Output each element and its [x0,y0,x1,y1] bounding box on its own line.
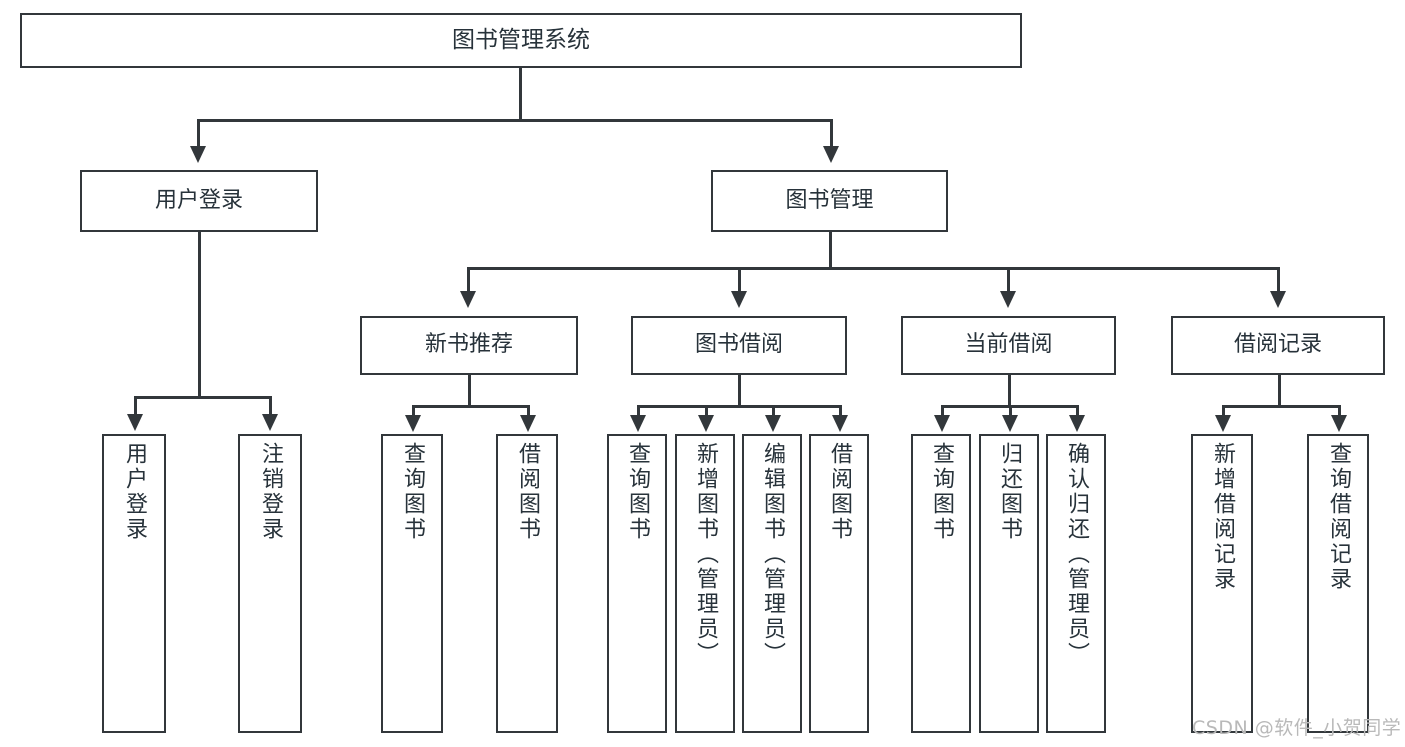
connector-borrow-record-stem [1278,375,1281,407]
connector-bm-to-book-borrow [738,267,741,293]
leaf-book-borrow-borrow-book[interactable]: 借阅图书 [809,434,869,733]
connector-current-borrow-leaf-1 [941,405,944,417]
leaf-user-login-query[interactable]: 用户登录 [102,434,166,733]
node-new-book-recommend[interactable]: 新书推荐 [360,316,578,375]
node-root-book-management-system[interactable]: 图书管理系统 [20,13,1022,68]
leaf-borrow-record-query-record[interactable]: 查询借阅记录 [1307,434,1369,733]
node-book-management[interactable]: 图书管理 [711,170,948,232]
leaf-label: 归还图书 [997,442,1022,542]
leaf-label: 查询图书 [400,442,425,542]
connector-user-login-to-leaf-2 [269,396,272,416]
connector-root-stem [519,68,522,121]
leaf-current-borrow-query-book[interactable]: 查询图书 [911,434,971,733]
connector-root-to-user-login [197,119,200,149]
connector-borrow-record-bus [1222,405,1339,408]
leaf-book-borrow-query-book[interactable]: 查询图书 [607,434,667,733]
connector-book-borrow-leaf-4 [839,405,842,417]
connector-current-borrow-stem [1008,375,1011,407]
connector-user-login-to-leaf-1 [134,396,137,416]
connector-book-management-stem [829,232,832,269]
node-label: 借阅记录 [1233,332,1322,358]
arrowhead-book-borrow-leaf-3 [765,415,781,432]
arrowhead-bm-to-new-book [460,291,476,308]
node-book-borrow[interactable]: 图书借阅 [631,316,847,375]
leaf-label: 借阅图书 [515,442,540,542]
arrowhead-book-borrow-leaf-1 [630,415,646,432]
arrowhead-book-borrow-leaf-4 [832,415,848,432]
connector-current-borrow-leaf-2 [1009,405,1012,417]
arrowhead-borrow-record-leaf-1 [1215,415,1231,432]
leaf-label: 编辑图书（管理员） [760,442,785,667]
connector-current-borrow-leaf-3 [1076,405,1079,417]
connector-book-management-bus [467,267,1279,270]
leaf-new-book-borrow-book[interactable]: 借阅图书 [496,434,558,733]
leaf-label: 用户登录 [122,442,147,542]
arrowhead-current-borrow-leaf-2 [1002,415,1018,432]
connector-bm-to-borrow-record [1277,267,1280,293]
node-label: 当前借阅 [964,332,1053,358]
connector-user-login-stem [198,232,201,398]
arrowhead-borrow-record-leaf-2 [1331,415,1347,432]
leaf-label: 查询借阅记录 [1326,442,1351,592]
leaf-current-borrow-confirm-return-admin[interactable]: 确认归还（管理员） [1046,434,1106,733]
node-label: 图书借阅 [694,332,783,358]
arrowhead-bm-to-book-borrow [731,291,747,308]
connector-root-bus [197,119,832,122]
connector-borrow-record-leaf-1 [1222,405,1225,417]
leaf-user-logout[interactable]: 注销登录 [238,434,302,733]
arrowhead-book-borrow-leaf-2 [698,415,714,432]
leaf-borrow-record-add-record[interactable]: 新增借阅记录 [1191,434,1253,733]
connector-bm-to-new-book [467,267,470,293]
node-borrow-record[interactable]: 借阅记录 [1171,316,1385,375]
node-current-borrow[interactable]: 当前借阅 [901,316,1116,375]
leaf-new-book-query-book[interactable]: 查询图书 [381,434,443,733]
arrowhead-user-login-leaf-2 [262,414,278,431]
leaf-label: 注销登录 [258,442,283,542]
leaf-label: 确认归还（管理员） [1064,442,1089,667]
arrowhead-bm-to-borrow-record [1270,291,1286,308]
node-label: 新书推荐 [424,332,513,358]
connector-borrow-record-leaf-2 [1338,405,1341,417]
arrowhead-current-borrow-leaf-1 [934,415,950,432]
leaf-current-borrow-return-book[interactable]: 归还图书 [979,434,1039,733]
arrowhead-user-login-leaf-1 [127,414,143,431]
leaf-label: 借阅图书 [827,442,852,542]
node-label: 图书管理 [785,187,874,213]
node-user-login[interactable]: 用户登录 [80,170,318,232]
node-label: 图书管理系统 [452,26,590,53]
arrowhead-root-to-book-management [823,146,839,163]
leaf-label: 查询图书 [929,442,954,542]
leaf-label: 查询图书 [625,442,650,542]
leaf-book-borrow-add-book-admin[interactable]: 新增图书（管理员） [675,434,735,733]
connector-new-book-bus [412,405,529,408]
connector-book-borrow-leaf-3 [772,405,775,417]
connector-new-book-stem [468,375,471,407]
connector-root-to-book-management [830,119,833,149]
leaf-label: 新增借阅记录 [1210,442,1235,592]
connector-book-borrow-leaf-2 [705,405,708,417]
connector-new-book-leaf-1 [412,405,415,417]
connector-bm-to-current-borrow [1007,267,1010,293]
leaf-book-borrow-edit-book-admin[interactable]: 编辑图书（管理员） [742,434,802,733]
connector-book-borrow-bus [637,405,841,408]
arrowhead-new-book-leaf-2 [520,415,536,432]
connector-new-book-leaf-2 [527,405,530,417]
connector-book-borrow-stem [738,375,741,407]
arrowhead-root-to-user-login [190,146,206,163]
arrowhead-new-book-leaf-1 [405,415,421,432]
connector-book-borrow-leaf-1 [637,405,640,417]
node-label: 用户登录 [154,187,243,213]
leaf-label: 新增图书（管理员） [693,442,718,667]
arrowhead-bm-to-current-borrow [1000,291,1016,308]
arrowhead-current-borrow-leaf-3 [1069,415,1085,432]
connector-user-login-bus [134,396,271,399]
